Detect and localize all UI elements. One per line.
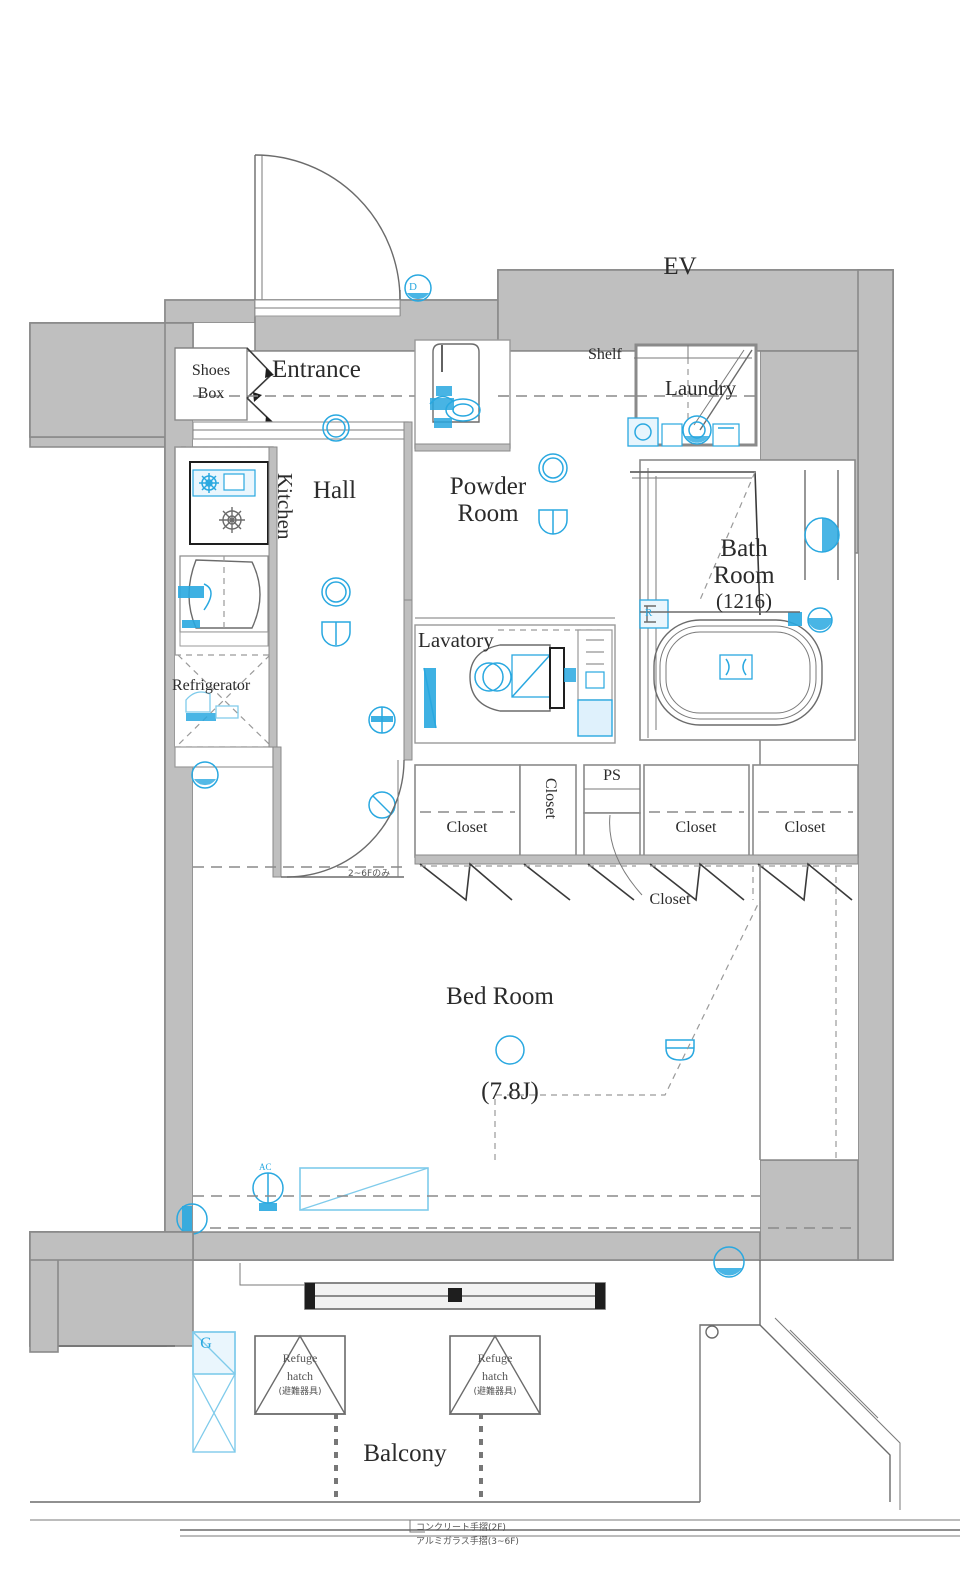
sliding-door <box>239 1263 606 1310</box>
label-laundry: Laundry <box>665 376 737 400</box>
hall-light-1 <box>322 414 350 442</box>
label-entrance: Entrance <box>272 356 361 383</box>
intercom-marker <box>404 274 432 302</box>
label-lavatory: Lavatory <box>418 628 494 652</box>
label-shoes-box-line2: Box <box>197 385 225 402</box>
bedroom-light-1 <box>495 1035 525 1065</box>
label-closet-5: Closet <box>649 891 691 908</box>
label-floor-note: 2~6Fのみ <box>348 869 391 879</box>
label-refuge-hatch-1-line3: (避難器具) <box>278 1387 322 1397</box>
label-powder-room-line1: Powder <box>449 473 527 500</box>
bath-mirror <box>804 517 840 553</box>
label-refrigerator: Refrigerator <box>172 677 251 694</box>
label-refuge-hatch-1-line1: Refuge <box>282 1351 318 1365</box>
powder-fixture <box>538 509 568 535</box>
label-ev: EV <box>663 253 697 280</box>
label-refuge-hatch-1-line2: hatch <box>287 1369 313 1383</box>
label-powder-room-line2: Room <box>457 500 519 527</box>
label-closet-3: Closet <box>675 819 717 836</box>
label-closet-4: Closet <box>784 819 826 836</box>
label-bath-room-line1: Bath <box>720 535 768 562</box>
label-hall: Hall <box>313 477 357 504</box>
hall-light-2 <box>321 577 351 607</box>
closet-row <box>414 764 859 902</box>
hall-light-3 <box>368 706 396 734</box>
bedroom-outlet-right <box>713 1246 745 1278</box>
label-balcony: Balcony <box>363 1440 447 1467</box>
label-bed-room: Bed Room <box>446 983 554 1010</box>
label-ps: PS <box>603 767 621 784</box>
bath-faucet <box>788 607 833 633</box>
label-ac-marker: AC <box>259 1162 272 1172</box>
label-intercom-marker: D <box>409 281 417 293</box>
fridge-light <box>191 761 219 789</box>
balcony-area <box>30 1260 960 1537</box>
bathtub <box>653 619 823 726</box>
label-railing-note-1: コンクリート手摺(2F) <box>416 1523 506 1533</box>
label-closet-2: Closet <box>541 778 559 819</box>
bedroom-fixture <box>665 1039 695 1061</box>
label-gas-meter: G <box>200 1335 212 1352</box>
label-railing-note-2: アルミガラス手摺(3~6F) <box>416 1537 519 1547</box>
label-bath-room-line2: Room <box>713 562 775 589</box>
label-kitchen: Kitchen <box>273 473 298 540</box>
label-bath-r-marker: R <box>645 607 653 619</box>
powder-light <box>538 453 568 483</box>
hall-fixture-2 <box>321 621 351 647</box>
label-closet-1: Closet <box>446 819 488 836</box>
fridge-fixture <box>185 691 239 721</box>
label-refuge-hatch-2-line3: (避難器具) <box>473 1387 517 1397</box>
label-refuge-hatch-2-line1: Refuge <box>477 1351 513 1365</box>
label-refuge-hatch-2-line2: hatch <box>482 1369 508 1383</box>
toilet-fixture <box>469 644 576 712</box>
label-bed-room-area: (7.8J) <box>481 1078 539 1105</box>
shoes-box-shape <box>174 347 248 421</box>
powder-room-area <box>414 339 511 449</box>
laundry-machine <box>682 415 712 445</box>
label-shoes-box-line1: Shoes <box>191 362 231 379</box>
ac-unit <box>252 1167 429 1211</box>
label-shelf: Shelf <box>588 346 622 363</box>
label-bath-room-size: (1216) <box>716 589 772 613</box>
